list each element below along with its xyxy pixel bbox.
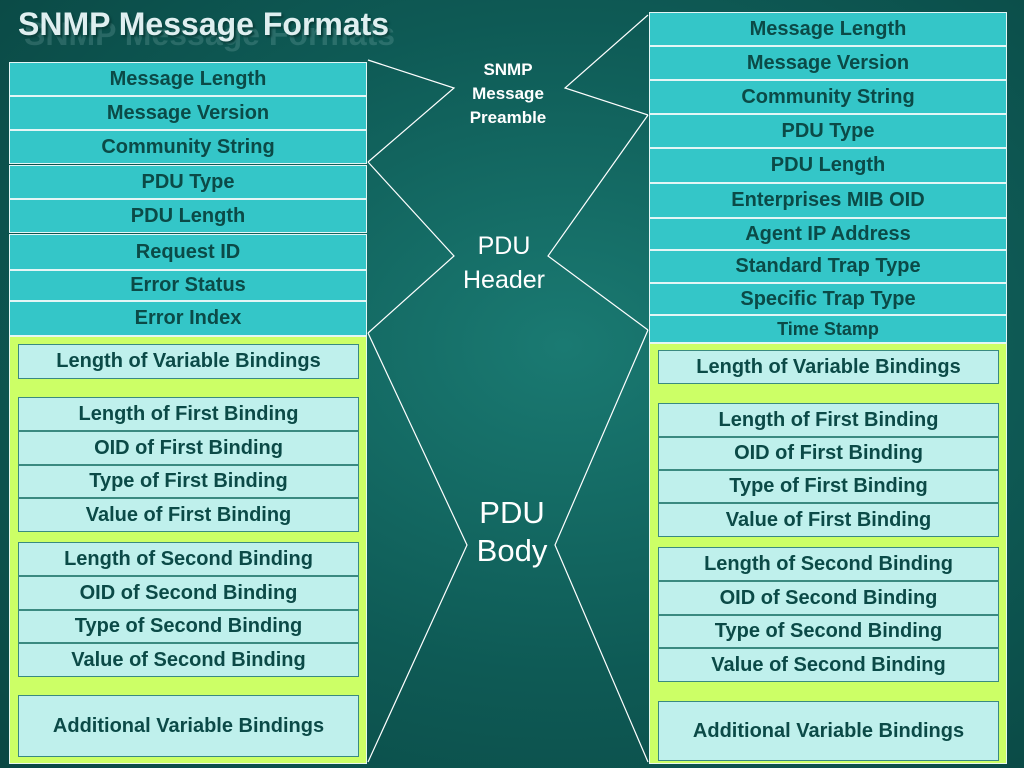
pdu-body-label-line: Body: [476, 533, 548, 568]
pdu-header-label: PDU Header: [448, 229, 560, 297]
right-header-field: Agent IP Address: [649, 218, 1007, 250]
right-second-binding-field: Type of Second Binding: [658, 615, 999, 648]
right-first-binding-field: Length of First Binding: [658, 403, 999, 437]
right-header-field: PDU Length: [649, 148, 1007, 183]
right-first-binding-field: OID of First Binding: [658, 437, 999, 470]
left-second-binding-field: Value of Second Binding: [18, 643, 359, 677]
right-header-field: Standard Trap Type: [649, 250, 1007, 283]
right-length-of-variable-bindings: Length of Variable Bindings: [658, 350, 999, 384]
right-preamble-bracket: [563, 14, 649, 116]
right-header-bracket: [547, 114, 649, 331]
right-header-field: Message Version: [649, 46, 1007, 80]
left-header-field: Message Version: [9, 96, 367, 130]
preamble-label: SNMP Message Preamble: [448, 58, 568, 130]
page-title-shadow: SNMP Message Formats: [24, 16, 396, 52]
left-first-binding-field: Type of First Binding: [18, 465, 359, 498]
right-second-binding-field: Length of Second Binding: [658, 547, 999, 581]
left-header-field: Error Status: [9, 270, 367, 301]
left-second-binding-field: Length of Second Binding: [18, 542, 359, 576]
left-first-binding-field: OID of First Binding: [18, 431, 359, 465]
preamble-label-line: SNMP: [483, 60, 533, 79]
pdu-body-label-line: PDU: [479, 495, 545, 530]
preamble-label-line: Message: [472, 84, 544, 103]
right-body-bracket: [554, 329, 649, 763]
left-header-field: PDU Length: [9, 199, 367, 233]
left-header-field: PDU Type: [9, 165, 367, 199]
right-first-binding-field: Value of First Binding: [658, 503, 999, 537]
left-preamble-bracket: [367, 59, 456, 163]
pdu-body-label: PDU Body: [452, 494, 572, 570]
page-title: SNMP Message Formats: [18, 6, 390, 42]
left-first-binding-field: Length of First Binding: [18, 397, 359, 431]
left-length-of-variable-bindings: Length of Variable Bindings: [18, 344, 359, 379]
left-second-binding-field: OID of Second Binding: [18, 576, 359, 610]
left-header-field: Error Index: [9, 301, 367, 336]
pdu-header-label-line: Header: [463, 266, 545, 294]
left-second-binding-field: Type of Second Binding: [18, 610, 359, 643]
right-header-field: Community String: [649, 80, 1007, 114]
right-second-binding-field: Value of Second Binding: [658, 648, 999, 682]
left-first-binding-field: Value of First Binding: [18, 498, 359, 532]
left-header-field: Request ID: [9, 234, 367, 270]
left-header-bracket: [367, 161, 455, 334]
right-header-field: Specific Trap Type: [649, 283, 1007, 315]
left-body-bracket: [367, 332, 468, 763]
right-header-field: Message Length: [649, 12, 1007, 46]
right-first-binding-field: Type of First Binding: [658, 470, 999, 503]
left-header-field: Community String: [9, 130, 367, 164]
left-additional-variable-bindings: Additional Variable Bindings: [18, 695, 359, 757]
right-header-field: Time Stamp: [649, 315, 1007, 343]
right-second-binding-field: OID of Second Binding: [658, 581, 999, 615]
left-header-field: Message Length: [9, 62, 367, 96]
right-header-field: Enterprises MIB OID: [649, 183, 1007, 218]
right-header-field: PDU Type: [649, 114, 1007, 148]
right-additional-variable-bindings: Additional Variable Bindings: [658, 701, 999, 761]
pdu-header-label-line: PDU: [477, 232, 531, 260]
preamble-label-line: Preamble: [469, 108, 547, 127]
